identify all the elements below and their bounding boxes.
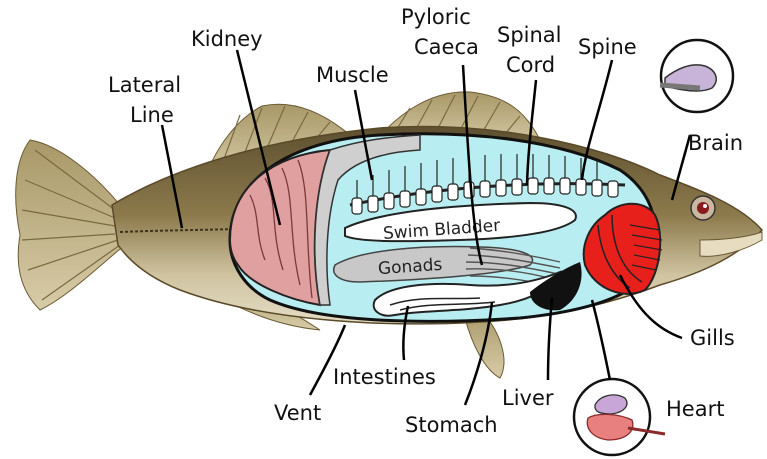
heart-label: Heart (666, 397, 724, 421)
pyloric-caeca-label-line2: Caeca (414, 35, 479, 59)
spine-label: Spine (578, 35, 637, 59)
vent-label: Vent (274, 401, 321, 425)
pyloric-caeca-label-line1: Pyloric (401, 5, 471, 29)
lateral-line-label-line1: Lateral (108, 73, 181, 97)
stomach-label: Stomach (405, 413, 498, 437)
intestines-label: Intestines (333, 365, 436, 389)
brain-label: Brain (688, 131, 743, 155)
liver-label: Liver (502, 386, 554, 410)
tail-fin (16, 140, 125, 310)
muscle-label: Muscle (316, 63, 389, 87)
lateral-line-label-line2: Line (130, 103, 174, 127)
gills-label: Gills (690, 326, 735, 350)
brain-inset (660, 40, 733, 112)
spinal-cord-label-line2: Cord (506, 53, 555, 77)
kidney-label: Kidney (191, 27, 263, 51)
spinal-cord-label-line1: Spinal (497, 23, 562, 47)
heart-inset (574, 379, 665, 455)
